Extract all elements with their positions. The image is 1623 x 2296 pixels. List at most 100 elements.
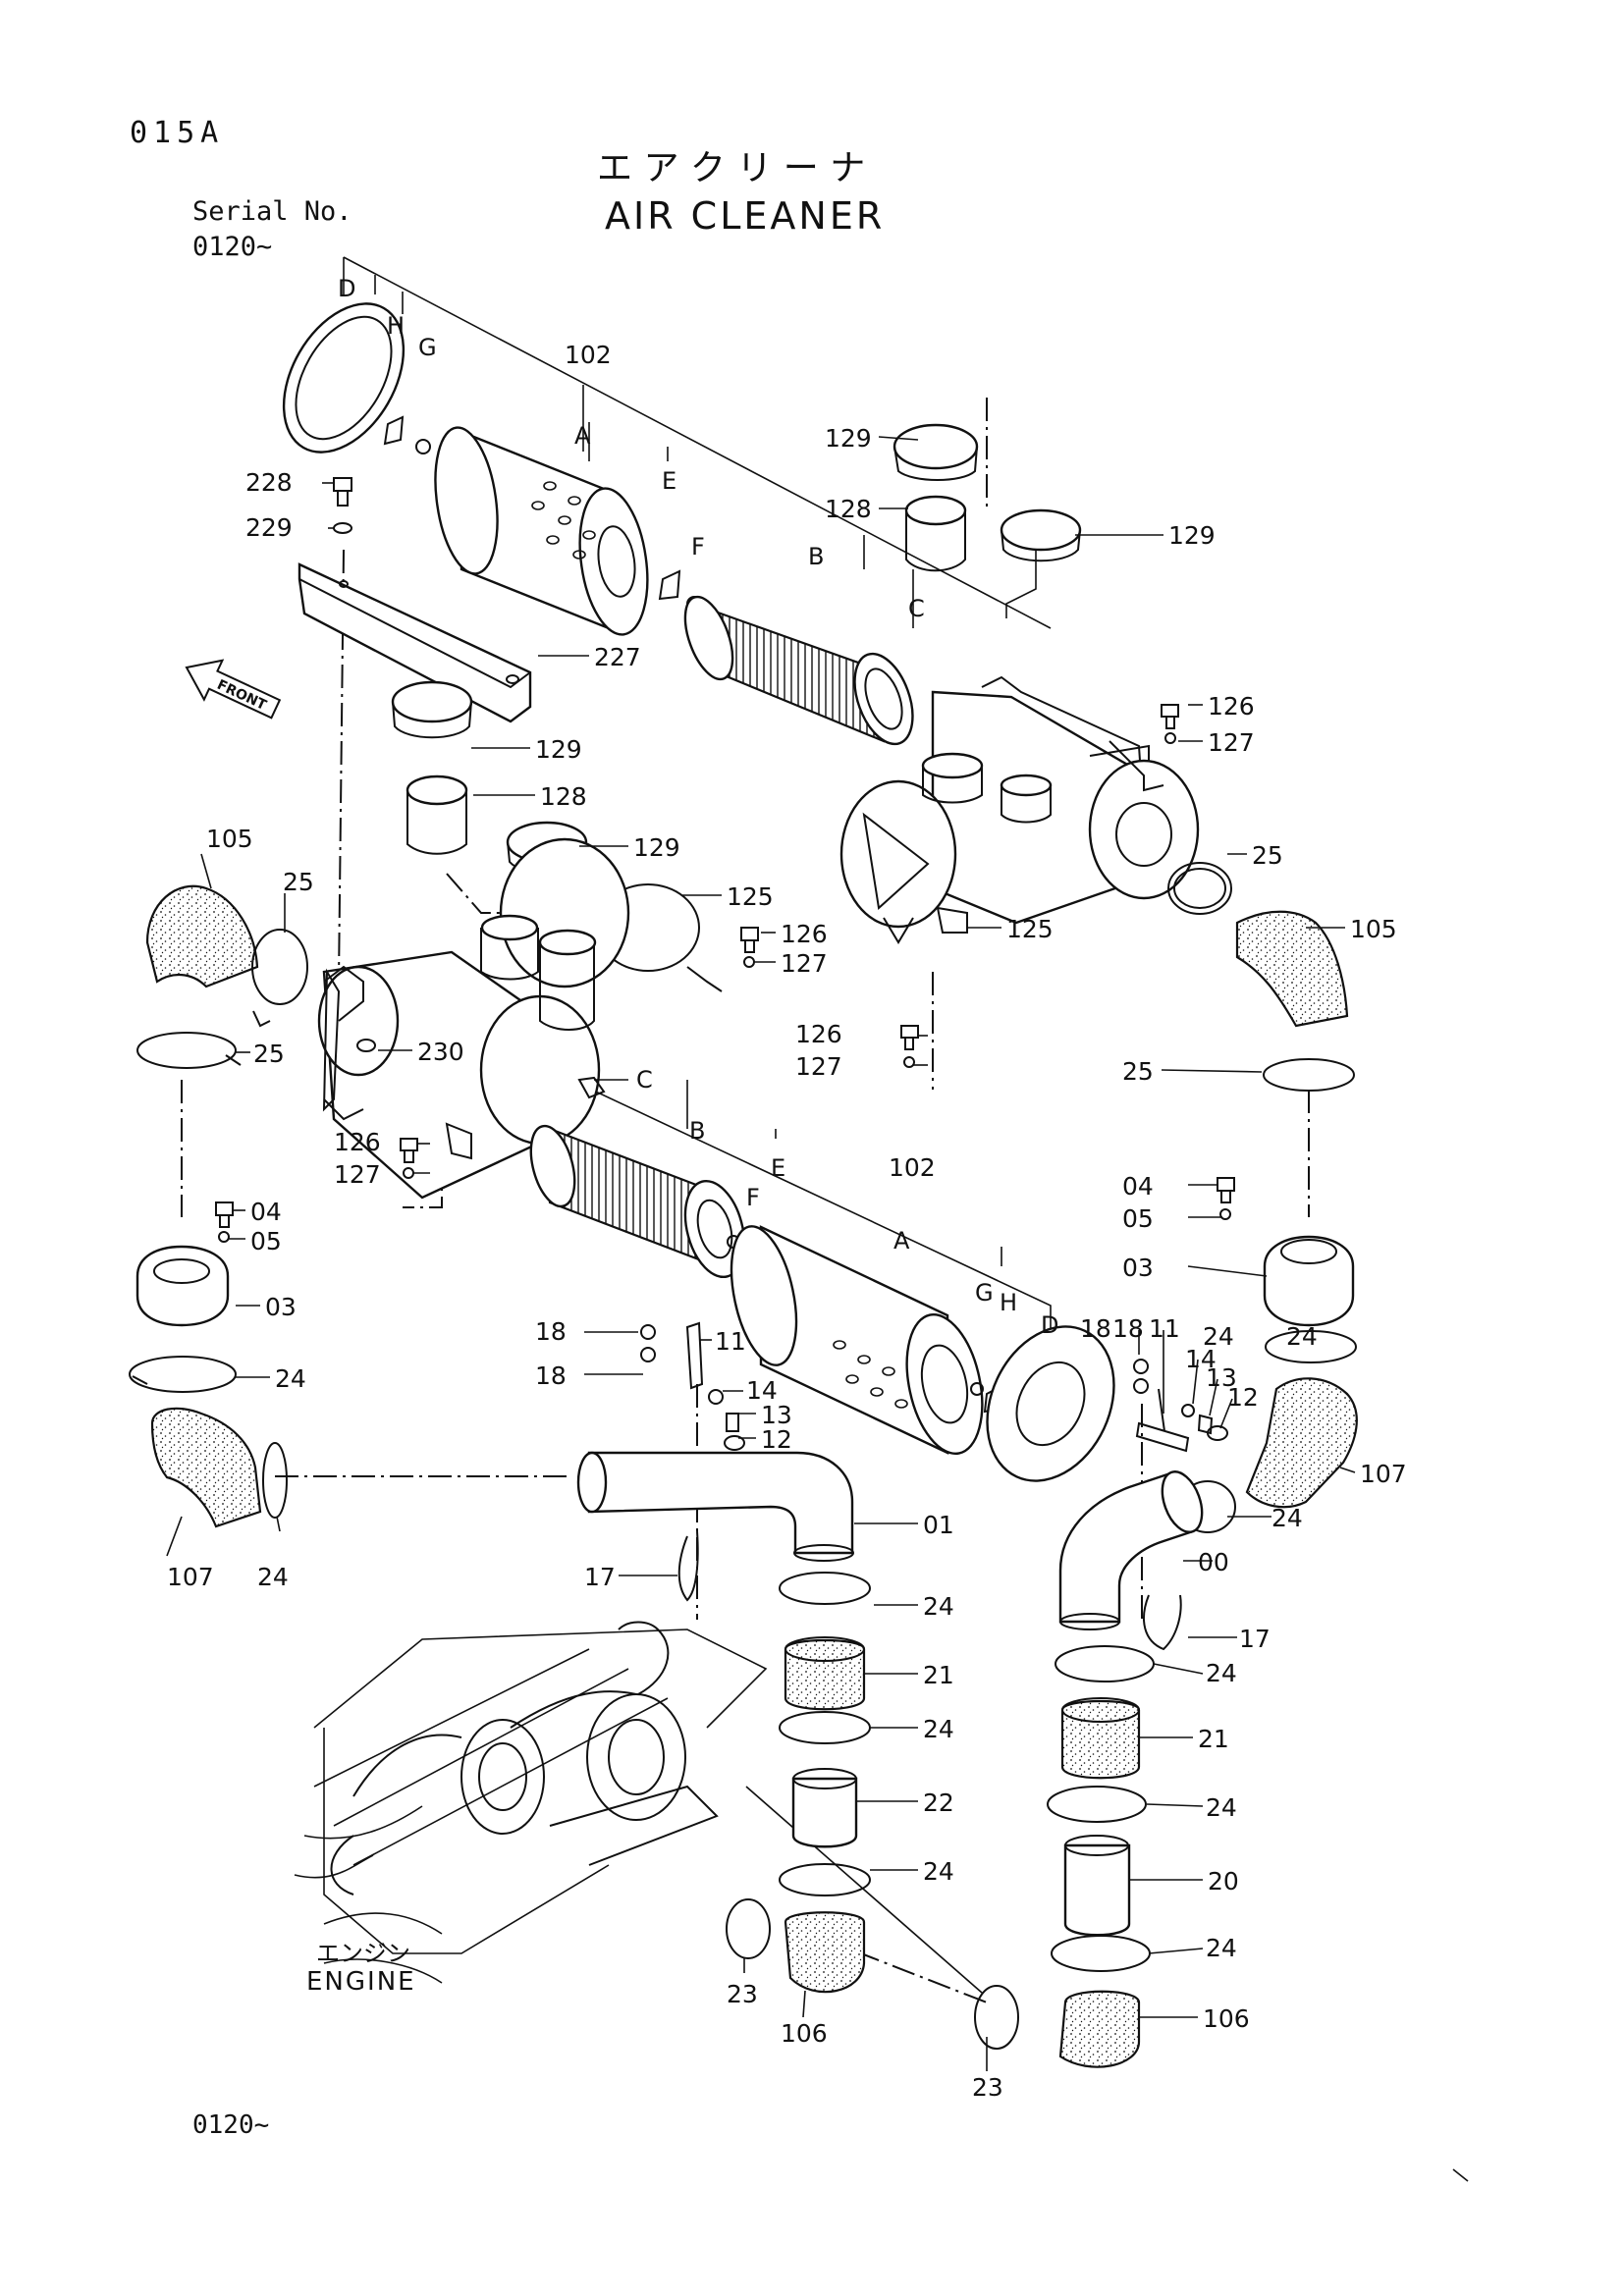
engine-label-english: ENGINE <box>306 1967 416 1997</box>
clamp-24-a <box>129 1356 237 1393</box>
page-code: 015A <box>130 116 225 150</box>
letter-e-bottom: E <box>771 1154 785 1182</box>
hose-21-left <box>784 1638 866 1711</box>
clamp-24-e <box>779 1572 871 1605</box>
clamp-24-g <box>779 1863 871 1896</box>
callout-127-b: 127 <box>781 949 828 978</box>
callout-102-bottom: 102 <box>889 1153 936 1182</box>
callout-230: 230 <box>417 1038 464 1066</box>
callout-03-a: 03 <box>265 1293 297 1321</box>
callout-17-b: 17 <box>1239 1625 1271 1653</box>
letter-f-bottom: F <box>746 1184 760 1211</box>
housing-end-lower <box>317 965 400 1077</box>
callout-17-a: 17 <box>584 1563 616 1591</box>
cap-129-b <box>1000 508 1082 552</box>
callout-18-c: 18 <box>1080 1314 1111 1343</box>
serial-number-value: 0120~ <box>192 232 273 262</box>
letter-g-top: G <box>418 334 437 361</box>
callout-129-d: 129 <box>633 833 680 862</box>
callout-126-b: 126 <box>781 920 828 948</box>
callout-labels: 102 A D H G E F B C 228 229 129 128 129 … <box>167 275 1407 2102</box>
callout-24-a: 24 <box>275 1364 306 1393</box>
callout-24-k: 24 <box>1206 1934 1237 1962</box>
letter-a-bottom: A <box>893 1227 910 1255</box>
letter-f-top: F <box>691 533 705 561</box>
callout-18-d: 18 <box>1112 1314 1144 1343</box>
housing-end-upper <box>1088 759 1200 900</box>
letter-d-bottom: D <box>1041 1311 1058 1339</box>
clamp-24-i <box>1047 1786 1147 1823</box>
front-direction-arrow: FRONT <box>185 659 282 720</box>
leader-lines <box>166 385 1356 2071</box>
callout-125-right: 125 <box>1006 915 1054 943</box>
clamp-24-f <box>779 1711 871 1744</box>
callout-04-b: 04 <box>1122 1172 1154 1201</box>
callout-128-b: 128 <box>540 782 587 811</box>
callout-11-b: 11 <box>1149 1314 1180 1343</box>
letter-c-bottom: C <box>636 1066 653 1094</box>
callout-12-b: 12 <box>1227 1383 1259 1412</box>
clamp-25-b <box>251 929 308 1005</box>
cover-d-top <box>282 302 406 454</box>
adapter-03-right <box>1263 1235 1355 1327</box>
cap-129-c <box>391 680 473 723</box>
callout-127-d: 127 <box>334 1160 381 1189</box>
letter-b-bottom: B <box>689 1117 705 1145</box>
callout-14-b: 14 <box>1185 1345 1217 1373</box>
cap-129-a <box>893 423 979 470</box>
callout-21-a: 21 <box>923 1661 954 1689</box>
callout-24-c: 24 <box>1203 1322 1234 1351</box>
letter-d-top: D <box>338 275 355 302</box>
elbow-107-right <box>1245 1377 1358 1509</box>
callout-25-d: 25 <box>1122 1057 1154 1086</box>
callout-18-b: 18 <box>535 1362 567 1390</box>
letter-b-top: B <box>808 543 824 570</box>
callout-24-e: 24 <box>257 1563 289 1591</box>
title-japanese: エ ア ク リ ー ナ <box>597 148 866 188</box>
elbow-105-right <box>1235 910 1349 1028</box>
callout-25-b: 25 <box>283 868 314 896</box>
engine-illustration <box>294 1621 983 1994</box>
callout-14-a: 14 <box>746 1376 778 1405</box>
intake-piping <box>576 1451 1204 2068</box>
clamp-24-j <box>1051 1935 1151 1972</box>
callout-03-b: 03 <box>1122 1254 1154 1282</box>
callout-107-right: 107 <box>1360 1460 1407 1488</box>
callout-125-left: 125 <box>727 882 774 911</box>
callout-229: 229 <box>245 513 293 542</box>
scan-mark <box>1452 2168 1469 2182</box>
clamp-23-left <box>726 1898 771 1959</box>
lower-air-cleaner-assembly <box>129 680 1358 1533</box>
callout-23-left: 23 <box>727 1980 758 2008</box>
callout-18-a: 18 <box>535 1317 567 1346</box>
callout-127-a: 127 <box>1208 728 1255 757</box>
callout-25-c: 25 <box>253 1040 285 1068</box>
callout-126-c: 126 <box>795 1020 842 1048</box>
callout-25-a: 25 <box>1252 841 1283 870</box>
callout-102-top: 102 <box>565 341 612 369</box>
clamp-23-right <box>974 1985 1019 2050</box>
title-english: AIR CLEANER <box>605 194 886 238</box>
callout-13-a: 13 <box>761 1401 792 1429</box>
callout-21-b: 21 <box>1198 1725 1229 1753</box>
elbow-106-left <box>784 1911 866 1994</box>
callout-129-a: 129 <box>825 424 872 453</box>
callout-24-g: 24 <box>923 1715 954 1743</box>
callout-227: 227 <box>594 643 641 671</box>
callout-106-right: 106 <box>1203 2004 1250 2033</box>
callout-01: 01 <box>923 1511 954 1539</box>
callout-105-left: 105 <box>206 825 253 853</box>
clamp-25-a <box>1167 862 1232 915</box>
elbow-106-right <box>1058 1990 1141 2068</box>
upper-air-cleaner-assembly: FRONT <box>185 302 1349 1068</box>
callout-126-a: 126 <box>1208 692 1255 721</box>
callout-24-i: 24 <box>1206 1659 1237 1687</box>
clamp-24-b <box>262 1442 288 1519</box>
callout-129-b: 129 <box>1168 521 1216 550</box>
callout-12-a: 12 <box>761 1425 792 1454</box>
clamp-25-c <box>136 1032 237 1069</box>
letter-a-top: A <box>574 422 591 450</box>
callout-00: 00 <box>1198 1548 1229 1576</box>
